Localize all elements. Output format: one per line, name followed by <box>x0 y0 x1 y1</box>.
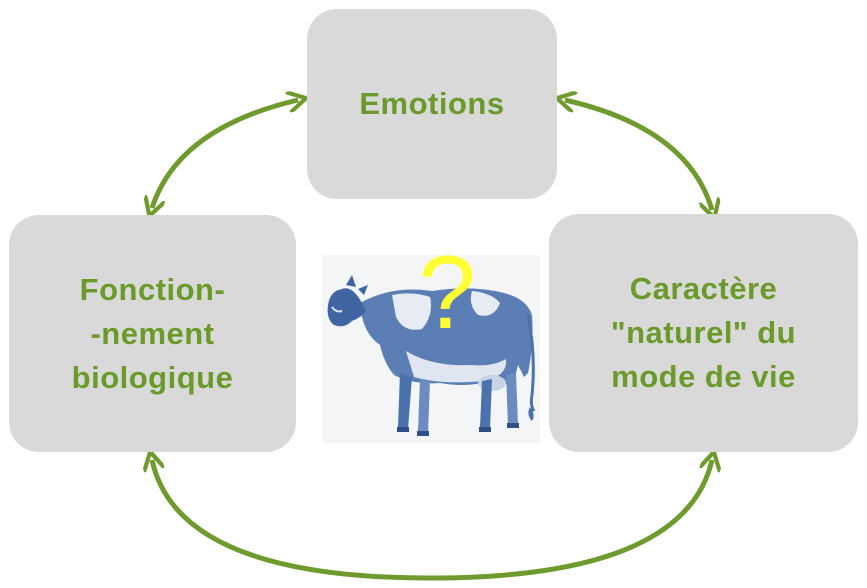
node-biological-functioning: Fonction- -nement biologique <box>9 215 296 452</box>
arrow-emotions-bio <box>152 100 298 208</box>
question-mark: ? <box>418 235 476 351</box>
node-nature-text: Caractère "naturel" du mode de vie <box>611 267 796 399</box>
node-bio-line-2: -nement <box>90 315 215 351</box>
arrow-emotions-nature <box>565 100 712 210</box>
node-nature-line-1: Caractère <box>629 271 778 306</box>
node-bio-line-1: Fonction- <box>79 271 226 307</box>
node-emotions-line: Emotions <box>359 86 505 121</box>
node-nature-line-2: "naturel" du <box>610 315 797 350</box>
node-emotions-text: Emotions <box>359 82 504 126</box>
node-bio-line-3: biologique <box>71 359 234 395</box>
cow-image <box>322 255 540 443</box>
node-bio-text: Fonction- -nement biologique <box>72 268 234 400</box>
node-nature-line-3: mode de vie <box>611 359 796 394</box>
arrow-bio-nature <box>152 460 712 581</box>
node-natural-living: Caractère "naturel" du mode de vie <box>549 214 858 452</box>
cow-icon <box>327 275 536 436</box>
node-emotions: Emotions <box>307 9 557 199</box>
